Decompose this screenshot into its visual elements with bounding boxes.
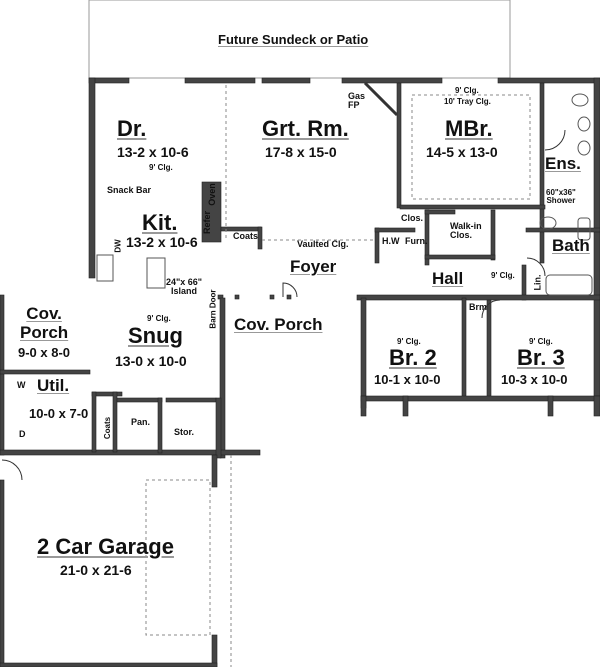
- snug-ceiling: 9' Clg.: [147, 314, 171, 323]
- utility-name: Util.: [37, 376, 70, 395]
- bedroom3-dims: 10-3 x 10-0: [501, 372, 568, 387]
- dining-room-dims: 13-2 x 10-6: [117, 144, 189, 160]
- dining-ceiling: 9' Clg.: [149, 163, 173, 172]
- sink-ens-2: [577, 140, 591, 156]
- ensuite-name: Ens.: [545, 154, 581, 173]
- covered-porch-side-dims: 9-0 x 8-0: [18, 345, 71, 360]
- covered-porch-front-name: Cov. Porch: [234, 315, 323, 334]
- snug-dims: 13-0 x 10-0: [115, 353, 187, 369]
- mbr-ceiling: 9' Clg.: [455, 86, 479, 95]
- garage-name: 2 Car Garage: [37, 534, 174, 559]
- covered-porch-side-name: Cov. Porch: [20, 304, 69, 342]
- hot-water-label: H.W: [382, 236, 400, 246]
- mbr-tray-ceiling: 10' Tray Clg.: [444, 97, 491, 106]
- great-room-dims: 17-8 x 15-0: [265, 144, 337, 160]
- master-bedroom-name: MBr.: [445, 116, 493, 141]
- bedroom2-dims: 10-1 x 10-0: [374, 372, 441, 387]
- barn-door-label: Barn Door: [208, 289, 218, 329]
- snug-name: Snug: [128, 323, 183, 348]
- great-room-name: Grt. Rm.: [262, 116, 349, 141]
- bathtub: [545, 274, 593, 296]
- storage-label: Stor.: [174, 427, 195, 437]
- door-swings: [1, 129, 566, 481]
- dining-room-name: Dr.: [117, 116, 147, 141]
- coats-closet-utility: Coats: [103, 416, 113, 440]
- bedroom2-ceiling: 9' Clg.: [397, 337, 421, 346]
- foyer-name: Foyer: [290, 257, 337, 276]
- walk-in-closet-label: Walk-in Clos.: [450, 221, 482, 240]
- vaulted-ceiling-label: Vaulted Clg.: [297, 239, 349, 249]
- snack-bar-label: Snack Bar: [107, 185, 152, 195]
- dishwasher-label: DW: [113, 239, 123, 253]
- oven-label: Oven: [206, 183, 217, 206]
- garage-dims: 21-0 x 21-6: [60, 562, 132, 578]
- dashed-lines: [145, 85, 531, 667]
- bath-name: Bath: [552, 236, 590, 255]
- cooktop: [146, 257, 166, 289]
- utility-dims: 10-0 x 7-0: [29, 406, 89, 421]
- sink-ens-1: [577, 116, 591, 132]
- kitchen-name: Kit.: [142, 210, 178, 235]
- closet-label: Clos.: [401, 213, 424, 223]
- broom-closet-label: Brm: [469, 302, 488, 312]
- hall-ceiling: 9' Clg.: [491, 271, 515, 280]
- coats-closet-kitchen: Coats: [233, 231, 259, 241]
- master-bedroom-dims: 14-5 x 13-0: [426, 144, 498, 160]
- bedroom3-ceiling: 9' Clg.: [529, 337, 553, 346]
- washer-label: W: [17, 380, 26, 390]
- bedroom2-name: Br. 2: [389, 345, 437, 370]
- refrigerator-label: Refer: [202, 210, 213, 235]
- fireplace-line: [363, 81, 399, 117]
- pantry-label: Pan.: [131, 417, 151, 427]
- kitchen-sink: [96, 254, 114, 282]
- furnace-label: Furn.: [405, 236, 428, 246]
- bedroom3-name: Br. 3: [517, 345, 565, 370]
- future-sundeck-label: Future Sundeck or Patio: [218, 32, 369, 47]
- toilet-ens: [571, 93, 589, 107]
- kitchen-dims: 13-2 x 10-6: [126, 234, 198, 250]
- shower-label: 60"x36" Shower: [546, 188, 576, 205]
- dryer-label: D: [19, 429, 26, 439]
- gas-fireplace-label: Gas FP: [348, 91, 366, 110]
- linen-closet-label: Lin.: [532, 274, 543, 291]
- toilet-bath: [577, 217, 591, 241]
- walls: [0, 77, 600, 667]
- hall-name: Hall: [432, 269, 464, 288]
- sink-bath: [539, 216, 557, 230]
- island-label: 24"x 66" Island: [166, 277, 203, 296]
